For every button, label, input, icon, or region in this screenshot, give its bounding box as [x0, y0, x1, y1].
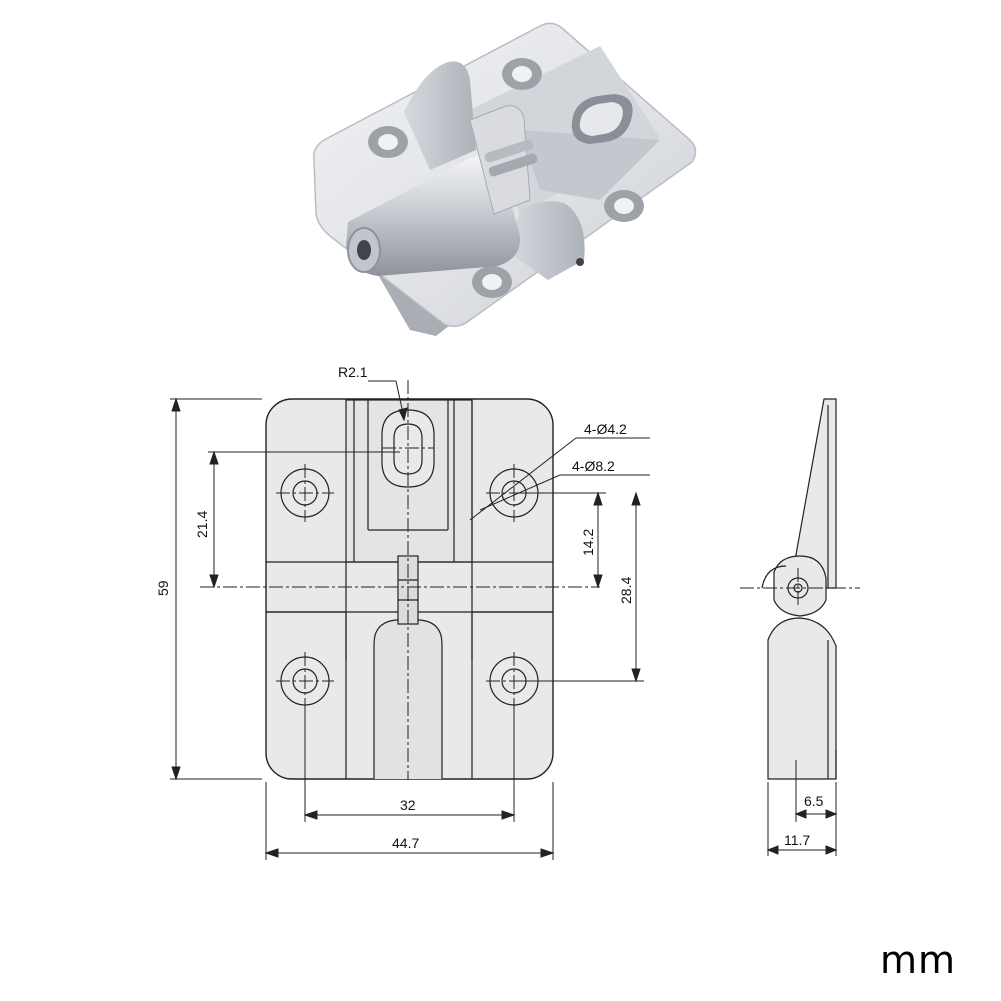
- photo-hole: [502, 58, 542, 90]
- front-view-drawing: [200, 380, 600, 780]
- dim-hole-pitch-horizontal-label: 32: [400, 797, 416, 813]
- dim-hole-pitch-vertical-label: 28.4: [618, 577, 634, 604]
- dim-overall-height-label: 59: [155, 580, 171, 596]
- side-dimension-labels: 6.5 11.7: [784, 793, 824, 848]
- dim-large-holes-label: 4-Ø8.2: [572, 458, 615, 474]
- dim-radius-label: R2.1: [338, 364, 368, 380]
- product-photo: [312, 22, 697, 336]
- dim-plate-thickness-label: 6.5: [804, 793, 824, 809]
- photo-hole: [368, 126, 408, 158]
- dim-overall-width-label: 44.7: [392, 835, 419, 851]
- side-view-drawing: [761, 398, 837, 780]
- dim-half-pitch-label: 14.2: [580, 529, 596, 556]
- front-dimension-lines: [170, 380, 650, 860]
- dim-overall-depth-label: 11.7: [784, 832, 810, 848]
- dim-small-holes-label: 4-Ø4.2: [584, 421, 627, 437]
- unit-label: mm: [880, 938, 957, 982]
- front-dimension-labels: R2.1 4-Ø4.2 4-Ø8.2 59 21.4 14.2 28.4 32 …: [155, 364, 634, 851]
- photo-hole: [604, 190, 644, 222]
- side-view-lines: [740, 568, 860, 856]
- photo-hole: [472, 266, 512, 298]
- dim-upper-offset-label: 21.4: [194, 511, 210, 538]
